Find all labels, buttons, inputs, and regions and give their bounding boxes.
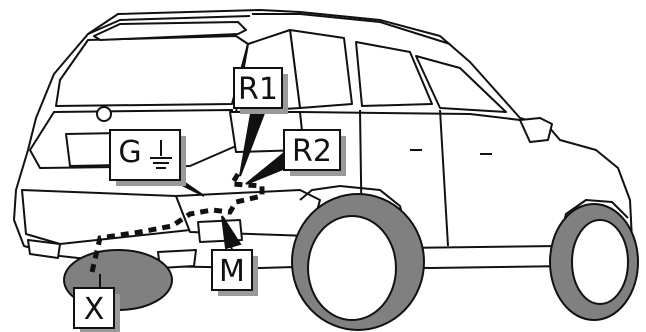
callout-r2: R2	[283, 129, 346, 176]
wheels	[63, 193, 639, 331]
callout-g: G	[109, 129, 186, 186]
rear-right-rim	[307, 215, 397, 321]
front-right-rim	[571, 219, 629, 305]
callout-x: X	[73, 287, 120, 332]
callout-m: M	[211, 249, 258, 296]
callout-g-label: G	[118, 135, 141, 170]
callout-r1-label: R1	[238, 72, 278, 107]
callout-r1: R1	[233, 67, 288, 114]
ground-symbol-icon	[150, 140, 172, 169]
callout-r2-label: R2	[292, 134, 332, 169]
callout-x-label: X	[84, 292, 105, 327]
wiring-harness	[89, 172, 265, 273]
suv-body	[13, 9, 633, 269]
callout-m-label: M	[219, 254, 245, 289]
